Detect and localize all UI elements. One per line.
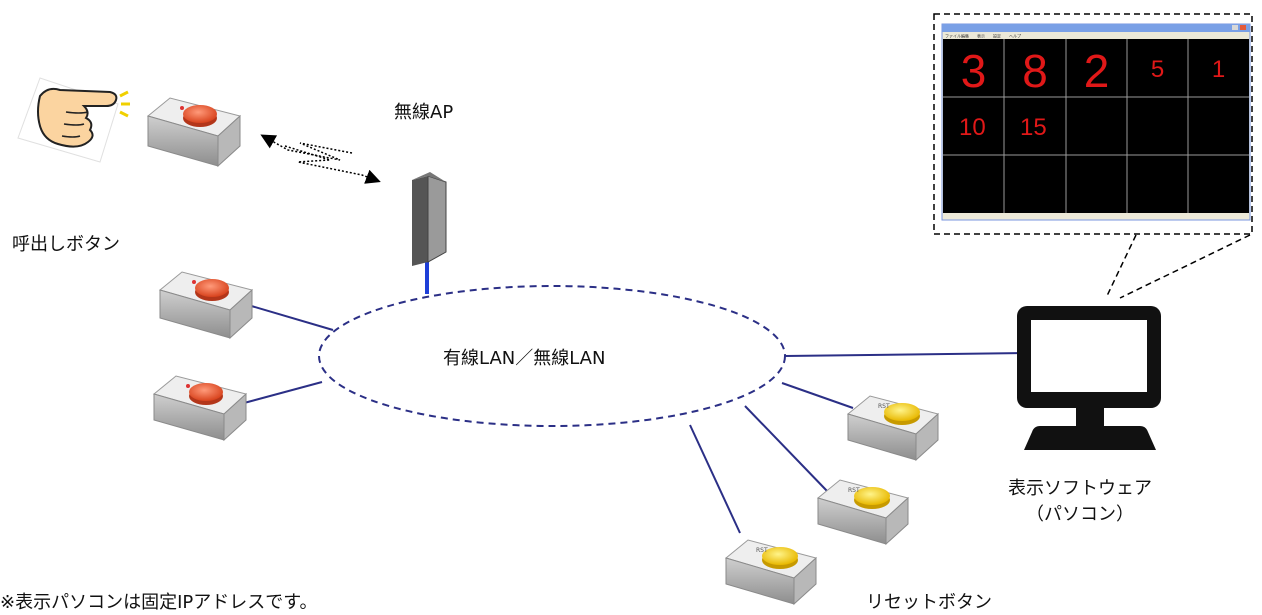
call-button-label: 呼出しボタン [12,234,120,255]
network-label: 有線LAN／無線LAN [443,348,606,369]
link-pc [784,352,1031,357]
network-links [243,304,1031,534]
link-call-button-2 [247,304,334,331]
call-button-3 [152,375,248,442]
link-reset-button-2 [744,405,829,493]
reset-button-3: RST [724,539,818,606]
menu-item[interactable]: 設定 [993,33,1001,39]
display-number-cell: 3 [961,45,987,97]
display-number-cell: 2 [1084,45,1110,97]
reset-button-label: リセットボタン [866,592,992,613]
menu-item[interactable]: 表示 [977,33,985,39]
display-software-line1: 表示ソフトウェア [1008,478,1152,499]
link-reset-button-3 [689,424,741,534]
reset-button-1: RST [846,395,940,462]
display-number-cell: 8 [1022,45,1048,97]
network-cloud [318,285,786,427]
display-software-label: 表示ソフトウェア （パソコン） [980,478,1180,526]
menu-item[interactable]: 編集 [961,33,969,39]
menu-item[interactable]: ヘルプ [1009,33,1021,39]
wireless-link [260,134,381,184]
callout-frame [933,13,1253,235]
link-reset-button-1 [781,382,854,409]
call-button-1 [146,97,242,168]
menu-item[interactable]: ファイル [945,34,961,39]
display-menu-bar: ファイル編集 表示 設定 ヘルプ [945,33,1021,39]
svg-text:RST: RST [848,487,860,494]
display-number-cell: 1 [1212,56,1225,83]
svg-text:RST: RST [756,547,768,554]
call-button-2 [158,271,254,340]
display-software-line2: （パソコン） [1026,504,1134,525]
pointing-hand-icon [17,77,130,163]
link-call-button-3 [243,381,323,404]
wireless-ap-label: 無線AP [394,102,454,123]
display-number-cell: 10 [959,114,986,141]
footnote: ※表示パソコンは固定IPアドレスです。 [0,592,318,613]
display-number-cell: 5 [1151,56,1164,83]
reset-button-2: RST [816,479,910,546]
svg-text:RST: RST [878,403,890,410]
wireless-ap-icon [412,172,447,266]
pc-monitor-icon [1017,306,1161,450]
display-number-cell: 15 [1020,114,1047,141]
